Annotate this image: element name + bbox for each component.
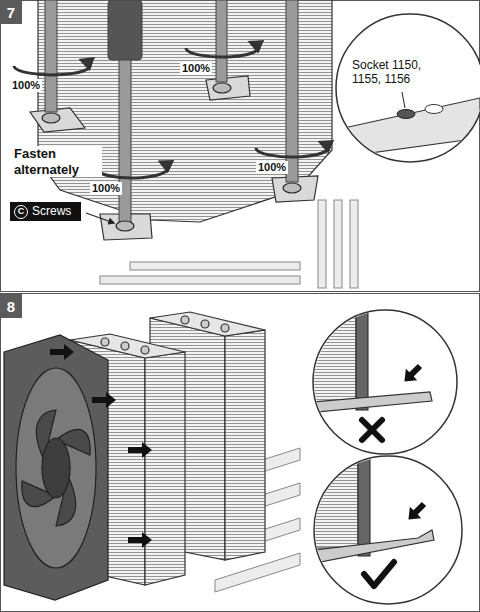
tower-top bbox=[150, 312, 265, 336]
panel-frame bbox=[1, 294, 480, 612]
heatsink-fins bbox=[38, 0, 332, 222]
node-text: C bbox=[18, 207, 25, 216]
fan-clip bbox=[312, 392, 432, 412]
push-arrow bbox=[128, 442, 152, 458]
instruction-note: Fasten alternately bbox=[12, 146, 102, 177]
heatpipe bbox=[201, 320, 209, 328]
fan-frame-edge bbox=[358, 456, 370, 556]
screwdriver-shaft bbox=[216, 0, 227, 82]
socket-hole bbox=[425, 105, 443, 114]
screw-head bbox=[116, 221, 134, 231]
fan-opening bbox=[16, 368, 96, 568]
socket-hole bbox=[397, 110, 415, 119]
heatpipe bbox=[221, 324, 229, 332]
screwdriver-handle bbox=[108, 0, 142, 60]
push-arrow bbox=[128, 532, 152, 548]
fan bbox=[4, 335, 108, 600]
node-text: 7 bbox=[7, 4, 15, 21]
zoom-outline bbox=[336, 14, 480, 162]
node-text: 8 bbox=[7, 298, 15, 315]
screwdriver-shaft bbox=[119, 60, 131, 222]
zoom-ground bbox=[336, 14, 480, 162]
tower-side bbox=[225, 330, 265, 560]
node-text: Screws bbox=[32, 204, 71, 218]
push-arrow bbox=[403, 498, 430, 525]
leader-line bbox=[402, 92, 405, 108]
board-slot bbox=[334, 200, 342, 288]
push-arrows bbox=[50, 344, 152, 548]
wrong-stroke bbox=[362, 420, 382, 440]
screwdrivers bbox=[45, 0, 298, 222]
heatpipe bbox=[141, 346, 149, 354]
zoom-detail bbox=[344, 92, 480, 156]
board-slot bbox=[130, 262, 300, 270]
board-slot bbox=[318, 200, 326, 288]
zoom-detail bbox=[310, 310, 432, 440]
heatpipe bbox=[121, 342, 129, 350]
push-arrow bbox=[92, 392, 116, 408]
bracket-detail bbox=[344, 98, 480, 156]
step-number: 7 bbox=[0, 0, 22, 24]
screwdriver-shaft bbox=[286, 0, 298, 182]
torque-label: 100% bbox=[256, 161, 288, 174]
wrong-mark bbox=[362, 420, 382, 440]
screws-tag: Screws C bbox=[10, 202, 81, 221]
screw-head bbox=[42, 113, 60, 123]
board-slot bbox=[100, 276, 300, 284]
node-text: Socket 1150, 1155, 1156 bbox=[352, 58, 436, 87]
torque-label: 100% bbox=[180, 62, 212, 75]
rotation-arrows bbox=[14, 43, 328, 178]
torque-label: 100% bbox=[10, 79, 42, 92]
tower-side bbox=[145, 352, 185, 585]
torque-label: 100% bbox=[90, 182, 122, 195]
push-arrow bbox=[399, 360, 426, 387]
board-slot bbox=[350, 200, 358, 288]
fan-frame-edge bbox=[356, 310, 368, 410]
socket-callout: Socket 1150, 1155, 1156 bbox=[334, 10, 480, 166]
fan-frame bbox=[4, 335, 108, 600]
rotation-arrow bbox=[186, 43, 258, 57]
leader-line bbox=[86, 213, 114, 223]
right-mark bbox=[364, 562, 394, 586]
fin-edge bbox=[312, 456, 358, 548]
callout-letter: C bbox=[14, 205, 28, 219]
fan-clip bbox=[314, 530, 434, 562]
heatpipe bbox=[101, 338, 109, 346]
zoom-detail bbox=[312, 456, 434, 586]
heatpipe bbox=[181, 316, 189, 324]
fin-edge bbox=[310, 310, 356, 402]
screwdriver-shaft bbox=[45, 0, 57, 112]
step-number: 8 bbox=[0, 294, 22, 318]
bracket-arm bbox=[206, 76, 250, 100]
fan-hub bbox=[42, 438, 70, 498]
mount-bracket bbox=[30, 76, 318, 240]
fan-blades bbox=[22, 410, 90, 526]
rotation-arrow bbox=[256, 143, 328, 157]
rotation-arrow bbox=[14, 61, 90, 75]
screw-head bbox=[213, 83, 231, 93]
rotation-arrow bbox=[96, 163, 168, 178]
screw-head bbox=[283, 183, 301, 193]
push-arrow bbox=[50, 344, 74, 360]
zoom-circle bbox=[334, 10, 480, 166]
screws bbox=[42, 83, 301, 231]
wrong-stroke bbox=[362, 420, 382, 440]
